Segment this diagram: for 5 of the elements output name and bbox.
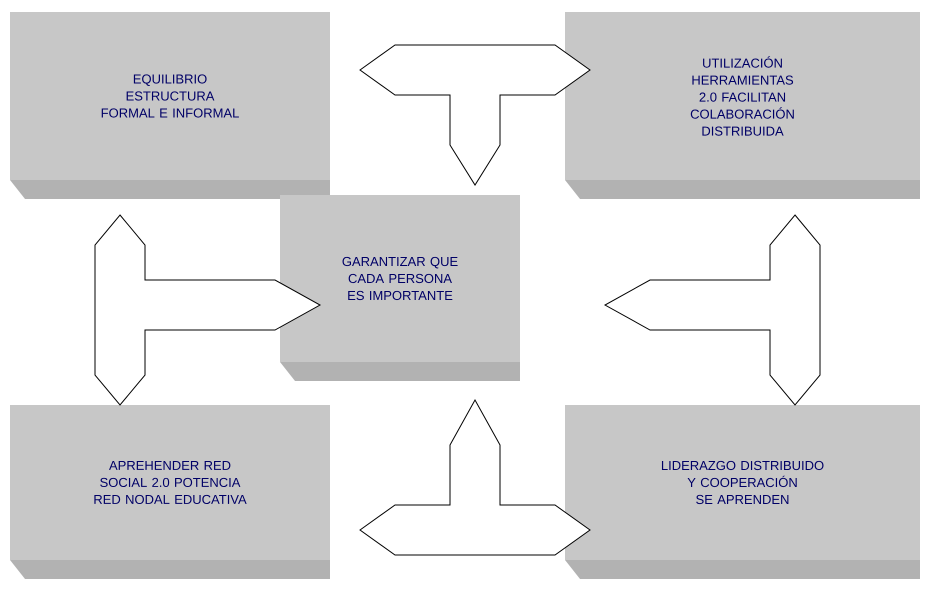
bevel-box: LIDERAZGO DISTRIBUIDO Y COOPERACIÓN SE APRENDEN — [565, 405, 920, 579]
bevel-box: EQUILIBRIO ESTRUCTURA FORMAL E INFORMAL — [10, 12, 330, 199]
bevel-box: APREHENDER RED SOCIAL 2.0 POTENCIA RED NODAL EDUCATIVA — [10, 405, 330, 579]
bevel-box: GARANTIZAR QUE CADA PERSONA ES IMPORTANTE — [280, 195, 520, 381]
bevel-box: UTILIZACIÓN HERRAMIENTAS 2.0 FACILITAN COLABORACIÓN DISTRIBUIDA — [565, 12, 920, 199]
